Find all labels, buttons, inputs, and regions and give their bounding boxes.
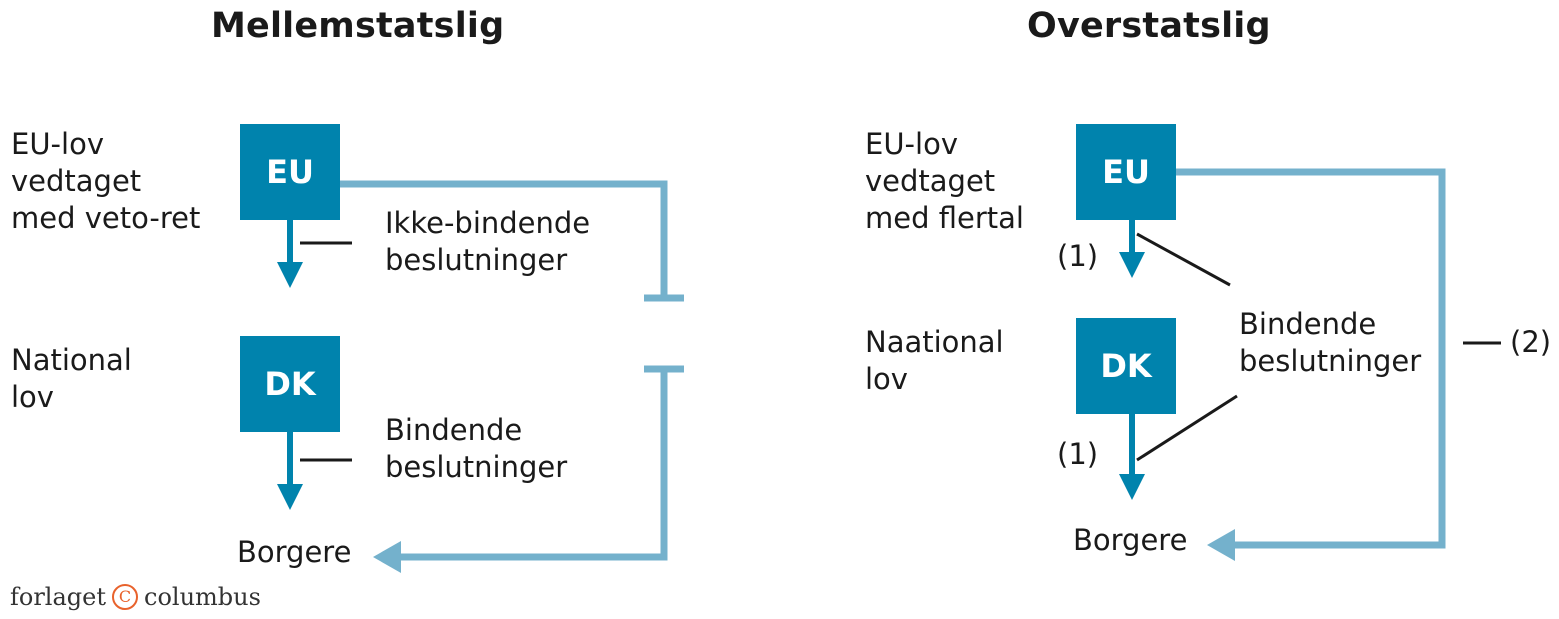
right-citizens-arrowhead <box>1207 529 1235 561</box>
right-marker-2: (2) <box>1510 325 1552 359</box>
left-citizens-label: Borgere <box>237 535 352 569</box>
copyright-icon: C <box>112 584 138 610</box>
left-nonbinding-label: Ikke-bindende beslutninger <box>385 206 591 277</box>
left-eu-law-label: EU-lov vedtaget med veto-ret <box>11 127 201 235</box>
publisher-name-right: columbus <box>144 583 261 611</box>
right-dk-down-arrow <box>1119 414 1145 500</box>
right-eu-box: EU <box>1076 124 1176 220</box>
right-direct-path <box>1176 168 1446 549</box>
publisher-logo: forlaget C columbus <box>10 583 261 611</box>
right-binding-label: Bindende beslutninger <box>1239 307 1422 378</box>
right-national-law-label: Naational lov <box>865 325 1004 396</box>
publisher-name-left: forlaget <box>10 583 106 611</box>
right-eu-down-arrow <box>1119 220 1145 278</box>
right-binding-connector-top <box>1136 232 1231 287</box>
left-eu-down-arrow <box>277 220 303 288</box>
right-citizens-label: Borgere <box>1073 523 1188 557</box>
right-marker-1-top: (1) <box>1057 239 1099 273</box>
right-title: Overstatslig <box>1027 6 1271 46</box>
left-citizens-arrowhead <box>373 541 401 573</box>
right-dk-box: DK <box>1076 318 1176 414</box>
right-binding-connector-bottom <box>1136 394 1238 462</box>
left-eu-box: EU <box>240 124 340 220</box>
left-title: Mellemstatslig <box>211 6 505 46</box>
right-marker-1-bottom: (1) <box>1057 437 1099 471</box>
left-blocked-path <box>340 180 684 561</box>
left-national-law-label: National lov <box>11 343 132 414</box>
left-dk-down-arrow <box>277 432 303 510</box>
right-eu-law-label: EU-lov vedtaget med flertal <box>865 127 1024 235</box>
left-dk-box: DK <box>240 336 340 432</box>
left-binding-label: Bindende beslutninger <box>385 413 568 484</box>
